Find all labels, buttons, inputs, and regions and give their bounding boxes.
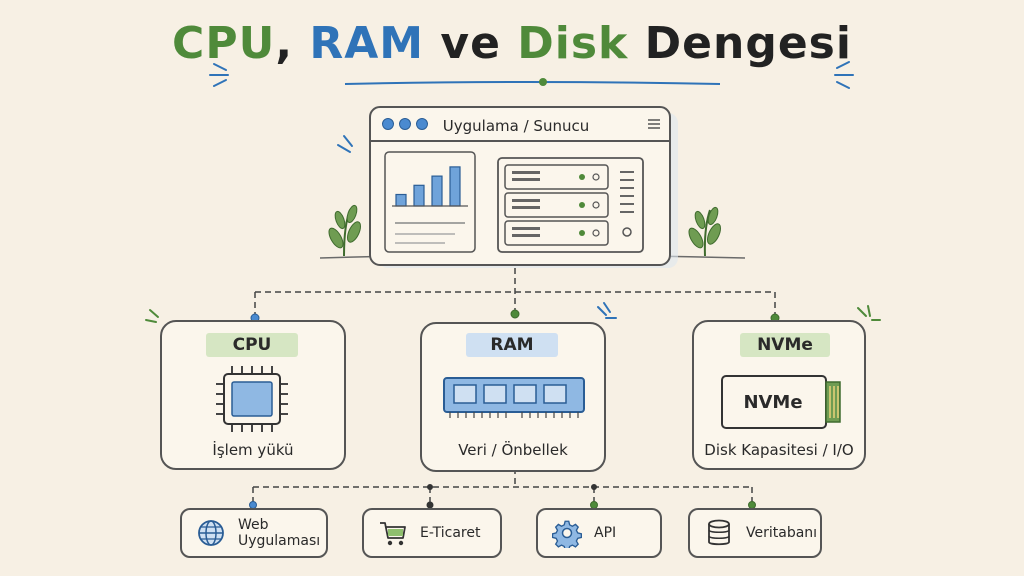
title-sparkle-left: [209, 63, 229, 87]
cpu-caption: İşlem yükü: [212, 441, 294, 459]
ram-module-icon: [443, 377, 585, 418]
cpu-label: CPU: [206, 333, 298, 357]
cpu-chip-icon: [216, 366, 288, 432]
title-underline-dot: [539, 78, 547, 86]
ram-card[interactable]: RAM Veri / Önbellek: [420, 322, 606, 472]
server-window: [369, 106, 678, 268]
title-rest: Dengesi: [644, 18, 852, 69]
title-sparkle-right: [834, 61, 854, 89]
title-ram: RAM: [309, 18, 425, 69]
app-api-label: API: [594, 525, 617, 541]
globe-icon: [198, 520, 224, 546]
app-veritabani-label: Veritabanı: [746, 525, 818, 541]
plant-right-icon: [688, 206, 721, 257]
window-dot-3: [416, 118, 428, 130]
ram-caption: Veri / Önbellek: [458, 441, 568, 459]
app-api[interactable]: API: [536, 508, 662, 558]
mini-bar-2: [413, 184, 425, 207]
gear-icon: [552, 520, 582, 548]
cpu-card[interactable]: CPU İşlem yükü: [160, 320, 346, 470]
app-web-label: Web Uygulaması: [238, 517, 320, 549]
mini-bar-1: [395, 193, 407, 207]
nvme-caption: Disk Kapasitesi / I/O: [704, 441, 854, 459]
cpu-sparkle: [145, 309, 159, 323]
hamburger-menu-icon: [648, 119, 660, 129]
app-eticaret[interactable]: E-Ticaret: [362, 508, 502, 558]
ram-label: RAM: [466, 333, 558, 357]
mini-bar-4: [449, 166, 461, 207]
server-rack-icon: [497, 157, 644, 253]
mini-bar-3: [431, 175, 443, 207]
nvme-drive-icon: [721, 375, 841, 429]
connector-dot-eticaret: [426, 501, 434, 509]
app-eticaret-label: E-Ticaret: [420, 525, 481, 541]
shopping-cart-icon: [380, 522, 406, 546]
title-disk: Disk: [517, 18, 629, 69]
window-dot-1: [382, 118, 394, 130]
plant-left-icon: [328, 204, 361, 257]
title-comma: ,: [275, 18, 294, 69]
title-ve: ve: [440, 18, 501, 69]
server-sparkle: [337, 135, 353, 153]
app-web-label-line1: Web: [238, 517, 269, 533]
connector-lines-bottom: [252, 468, 753, 505]
mini-bar-chart: [392, 166, 468, 207]
ram-sparkle: [597, 302, 617, 319]
nvme-label: NVMe: [740, 333, 830, 357]
title-cpu: CPU: [172, 18, 276, 69]
nvme-card[interactable]: NVMe NVMe Disk Kapasitesi / I/O: [692, 320, 866, 470]
app-web[interactable]: Web Uygulaması: [180, 508, 328, 558]
database-icon: [708, 519, 730, 546]
app-veritabani[interactable]: Veritabanı: [688, 508, 822, 558]
title-underline: [344, 81, 721, 85]
page-title: CPU, RAM ve Disk Dengesi: [0, 18, 1024, 69]
nvme-sparkle: [857, 305, 881, 321]
nvme-drive-text: NVMe: [743, 392, 803, 413]
connector-dot-ram: [510, 309, 520, 319]
server-window-title: Uygulama / Sunucu: [442, 117, 590, 135]
app-web-label-line2: Uygulaması: [238, 533, 321, 549]
window-dot-2: [399, 118, 411, 130]
